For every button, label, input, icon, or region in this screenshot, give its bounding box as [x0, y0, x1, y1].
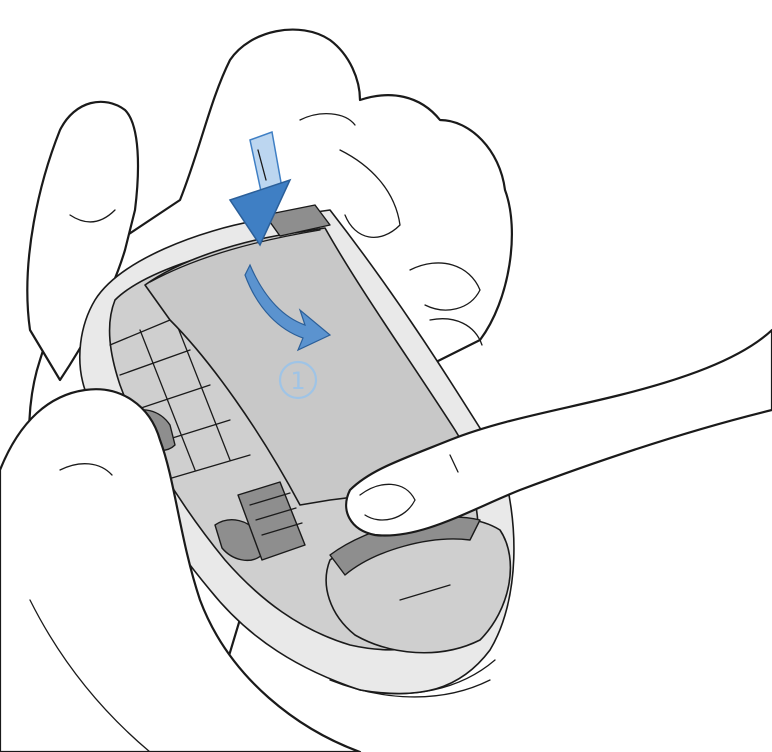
step-label: 1 — [290, 367, 305, 395]
